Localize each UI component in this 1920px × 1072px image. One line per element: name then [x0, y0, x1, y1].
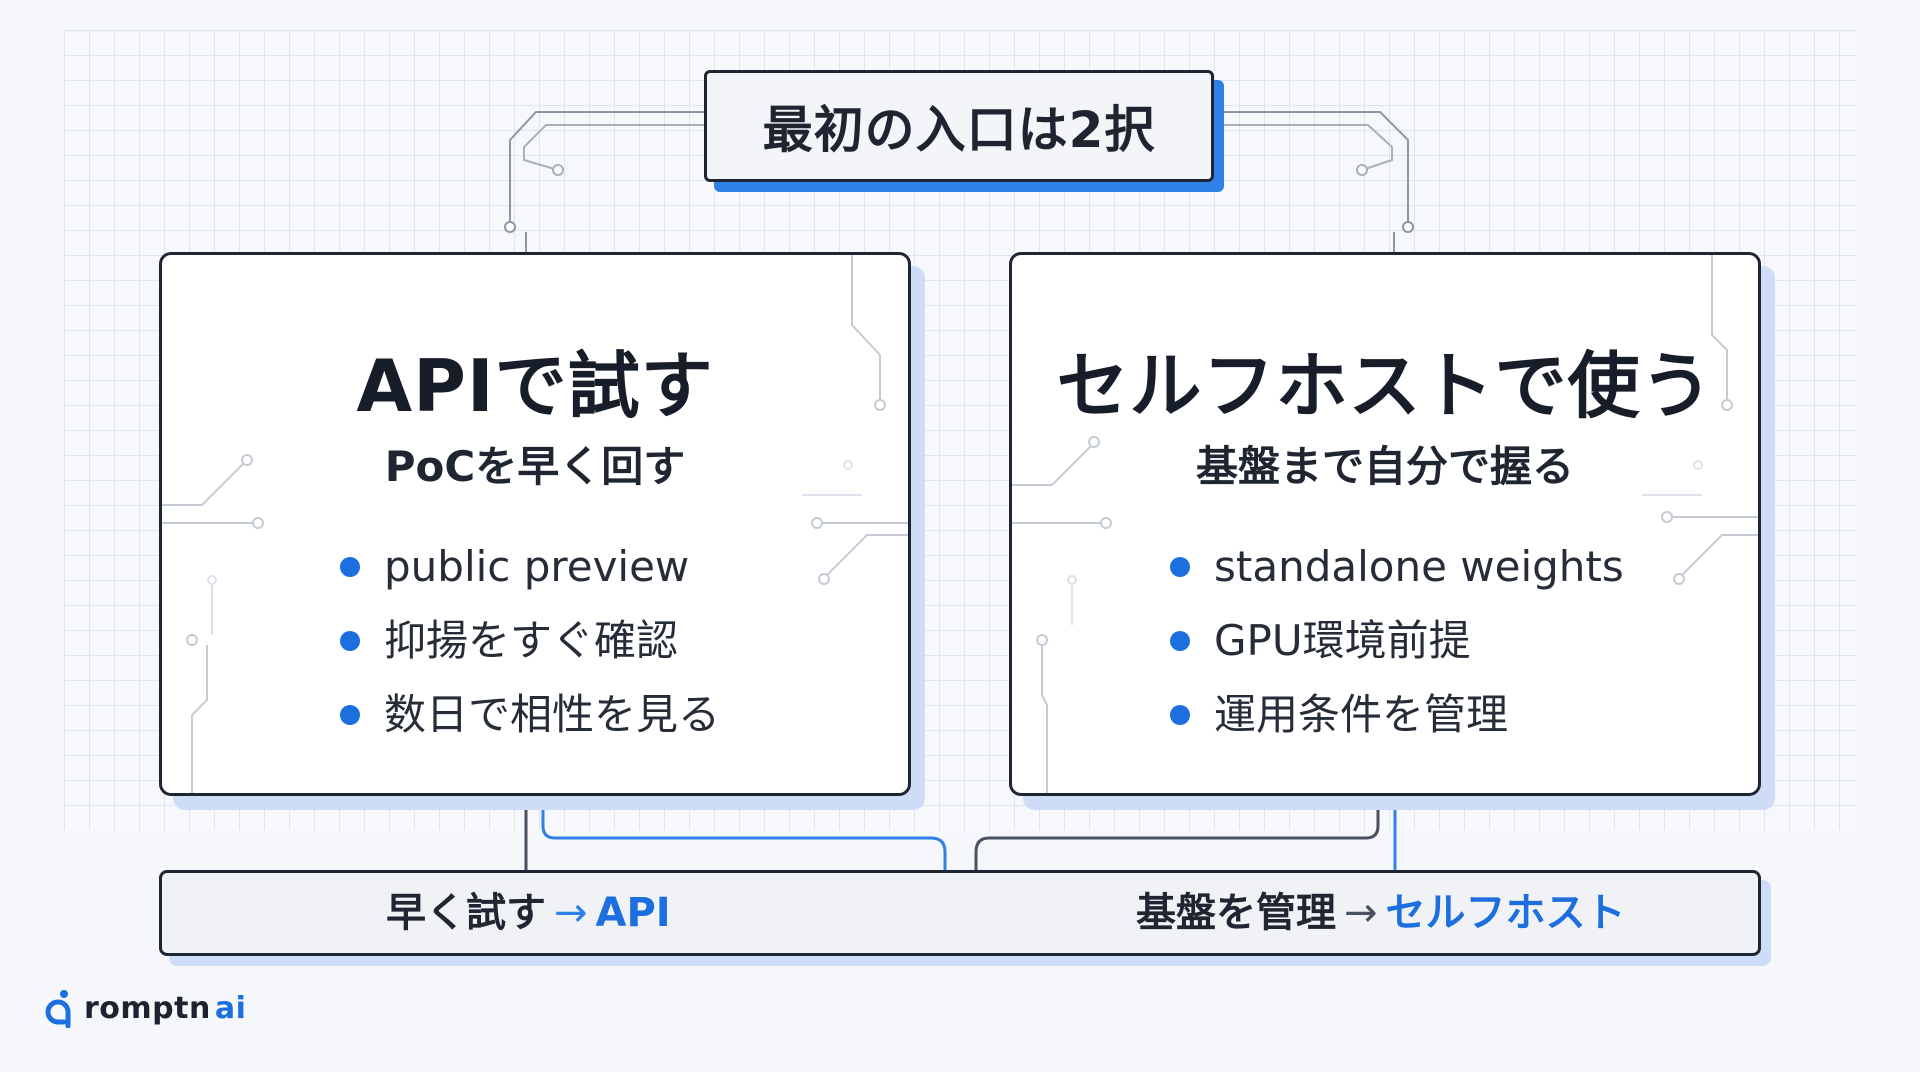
bullet-item: GPU環境前提	[1170, 604, 1624, 678]
title-box: 最初の入口は2択	[704, 70, 1214, 182]
summary-api: 早く試す→API	[386, 873, 671, 953]
summary-target: セルフホスト	[1385, 890, 1626, 936]
bullet-item: public preview	[340, 530, 720, 604]
bullet-list: public preview 抑揚をすぐ確認 数日で相性を見る	[340, 530, 720, 752]
bullet-dot-icon	[340, 631, 360, 651]
circuit-decoration	[1012, 255, 1758, 793]
summary-label: 早く試す	[386, 890, 546, 936]
bullet-item: 数日で相性を見る	[340, 678, 720, 752]
circuit-decoration	[162, 255, 908, 793]
bullet-item: standalone weights	[1170, 530, 1624, 604]
bullet-dot-icon	[340, 557, 360, 577]
bullet-text: 運用条件を管理	[1214, 690, 1509, 739]
diagram-title: 最初の入口は2択	[762, 101, 1156, 159]
card-subtitle: PoCを早く回す	[384, 442, 686, 491]
card-title: セルフホストで使う	[1056, 344, 1714, 428]
bullet-text: GPU環境前提	[1214, 616, 1471, 665]
bullet-list: standalone weights GPU環境前提 運用条件を管理	[1170, 530, 1624, 752]
card-selfhost: セルフホストで使う 基盤まで自分で握る standalone weights G…	[1009, 252, 1761, 796]
bullet-dot-icon	[340, 705, 360, 725]
summary-label: 基盤を管理	[1136, 890, 1336, 936]
logo-mark-icon	[45, 990, 71, 1028]
card-subtitle: 基盤まで自分で握る	[1195, 442, 1574, 491]
bullet-item: 運用条件を管理	[1170, 678, 1624, 752]
logo-suffix: ai	[214, 990, 247, 1026]
arrow-right-icon: →	[554, 890, 588, 936]
bullet-text: 数日で相性を見る	[384, 690, 721, 739]
bullet-text: public preview	[384, 542, 690, 591]
bullet-dot-icon	[1170, 705, 1190, 725]
bullet-dot-icon	[1170, 557, 1190, 577]
bullet-text: standalone weights	[1214, 542, 1624, 591]
arrow-right-icon: →	[1344, 890, 1378, 936]
bullet-dot-icon	[1170, 631, 1190, 651]
summary-selfhost: 基盤を管理→セルフホスト	[1136, 873, 1626, 953]
bullet-text: 抑揚をすぐ確認	[384, 616, 679, 665]
summary-target: API	[595, 890, 671, 936]
summary-bar: 早く試す→API 基盤を管理→セルフホスト	[159, 870, 1761, 956]
card-title: APIで試す	[356, 344, 714, 428]
card-api: APIで試す PoCを早く回す public preview 抑揚をすぐ確認 数…	[159, 252, 911, 796]
bullet-item: 抑揚をすぐ確認	[340, 604, 720, 678]
logo-name: romptn	[84, 990, 211, 1026]
